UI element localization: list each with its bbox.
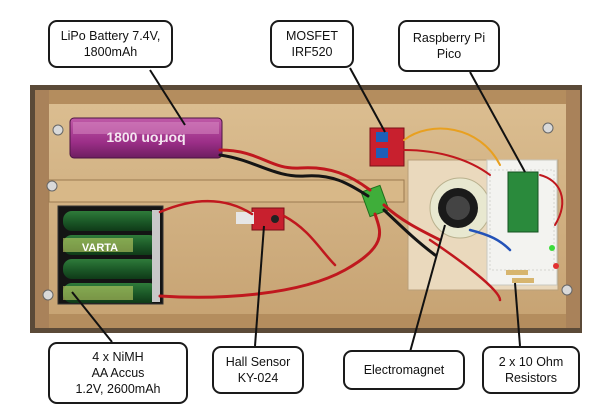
led-green — [549, 245, 555, 251]
bottom-frame-edge — [35, 314, 580, 328]
lipo-brand-text: 1800 uoɟɹoq — [106, 129, 185, 145]
top-frame-edge — [35, 90, 580, 104]
mosfet-callout: MOSFET IRF520 — [270, 20, 354, 68]
resistors-callout: 2 x 10 Ohm Resistors — [482, 346, 580, 394]
resistor — [506, 270, 528, 275]
screw — [42, 289, 54, 301]
aa-battery-pack: VARTA — [57, 205, 164, 305]
electromagnet-core — [446, 196, 470, 220]
nimh-battery-callout: 4 x NiMH AA Accus 1.2V, 2600mAh — [48, 342, 188, 404]
raspberry-pi-pico-callout: Raspberry Pi Pico — [398, 20, 500, 72]
right-frame-edge — [566, 90, 580, 328]
hall-sensor-board — [236, 207, 285, 231]
led-red — [553, 263, 559, 269]
mosfet-board — [369, 127, 405, 167]
left-frame-edge — [35, 90, 49, 328]
electromagnet-callout: Electromagnet — [343, 350, 465, 390]
screw — [46, 180, 58, 192]
lipo-battery-callout: LiPo Battery 7.4V, 1800mAh — [48, 20, 173, 68]
screw — [52, 124, 64, 136]
battery-brand-text: VARTA — [82, 242, 118, 254]
resistor — [512, 278, 534, 283]
cross-beam — [48, 179, 405, 203]
raspberry-pi-pico — [507, 171, 539, 233]
wiring — [158, 127, 564, 302]
hall-sensor-callout: Hall Sensor KY-024 — [212, 346, 304, 394]
lipo-battery: 1800 uoɟɹoq — [69, 117, 223, 159]
screw — [561, 284, 573, 296]
screw — [542, 122, 554, 134]
pointer-lines — [71, 67, 526, 353]
